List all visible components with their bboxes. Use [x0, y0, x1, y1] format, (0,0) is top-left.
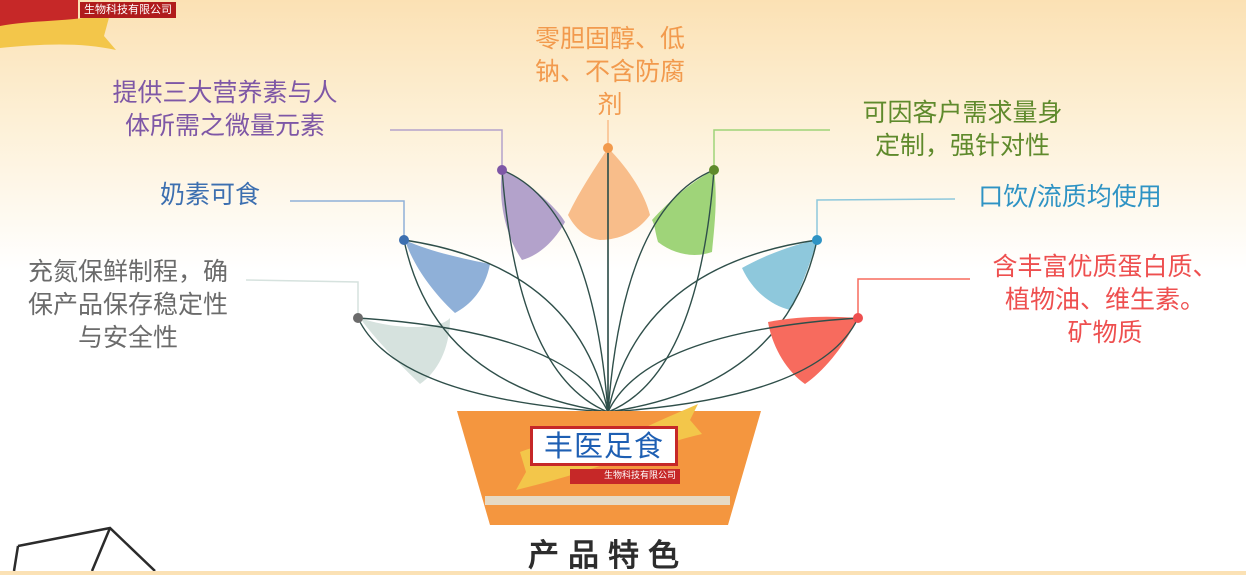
leader-lines	[245, 120, 970, 323]
petal-edge-inner-nitrogen	[357, 317, 609, 413]
petal-dot-protein	[853, 313, 863, 323]
feature-cholesterol-label: 零胆固醇、低 钠、不含防腐 剂	[534, 24, 685, 119]
petal-edge-milk	[403, 239, 609, 413]
petal-fill-milk	[405, 240, 490, 313]
brand-company-name: 生物科技有限公司	[570, 469, 680, 484]
petal-fill-custom	[652, 170, 716, 255]
company-name-corner: 生物科技有限公司	[80, 2, 176, 18]
petal-fill-nitrogen	[360, 318, 450, 384]
petal-dot-milk	[399, 235, 409, 245]
petal-edge-inner-custom	[607, 169, 715, 413]
petal-fill-cholesterol	[568, 148, 650, 240]
leader-line-nutrients	[390, 129, 503, 170]
petal-fill-nutrients	[500, 170, 565, 260]
petal-edge-inner-protein	[607, 317, 859, 413]
petal-edge-nutrients	[501, 169, 609, 413]
petal-dot-drink	[812, 235, 822, 245]
petal-edge-custom	[607, 169, 715, 413]
petal-edge-protein	[607, 317, 859, 413]
petal-edge-inner-milk	[403, 239, 609, 413]
feature-nutrients-label: 提供三大营养素与人 体所需之微量元素	[112, 78, 338, 140]
petal-fill-protein	[768, 316, 858, 384]
petal-edge-nitrogen	[357, 317, 609, 413]
brand-logo: 丰医足食	[530, 426, 678, 466]
leader-line-nitrogen	[245, 279, 359, 318]
feature-protein-label: 含丰富优质蛋白质、 植物油、维生素。 矿物质	[992, 252, 1218, 347]
leader-line-custom	[713, 129, 830, 170]
petal-group	[357, 147, 859, 413]
petal-edge-inner-drink	[607, 239, 818, 413]
corner-logo	[0, 0, 116, 50]
decorative-sketch	[12, 526, 156, 571]
petal-dot-cholesterol	[603, 143, 613, 153]
petal-edge-inner-nutrients	[501, 169, 609, 413]
ribbon-shape	[0, 14, 116, 50]
feature-milk-label: 奶素可食	[159, 180, 260, 209]
diagram-title: 产品特色	[528, 538, 688, 574]
feature-drink-label: 口饮/流质均使用	[978, 182, 1162, 211]
pot-band	[485, 496, 730, 505]
leader-line-protein	[857, 278, 970, 318]
leader-line-milk	[290, 200, 405, 240]
feature-custom-label: 可因客户需求量身 定制，强针对性	[862, 98, 1063, 160]
petal-dot-nitrogen	[353, 313, 363, 323]
leader-line-drink	[816, 198, 956, 240]
feature-nitrogen-label: 充氮保鲜制程，确 保产品保存稳定性 与安全性	[27, 257, 228, 352]
petal-dot-custom	[709, 165, 719, 175]
petal-dot-nutrients	[497, 165, 507, 175]
petal-edge-drink	[607, 239, 818, 413]
petal-fill-drink	[742, 240, 817, 310]
